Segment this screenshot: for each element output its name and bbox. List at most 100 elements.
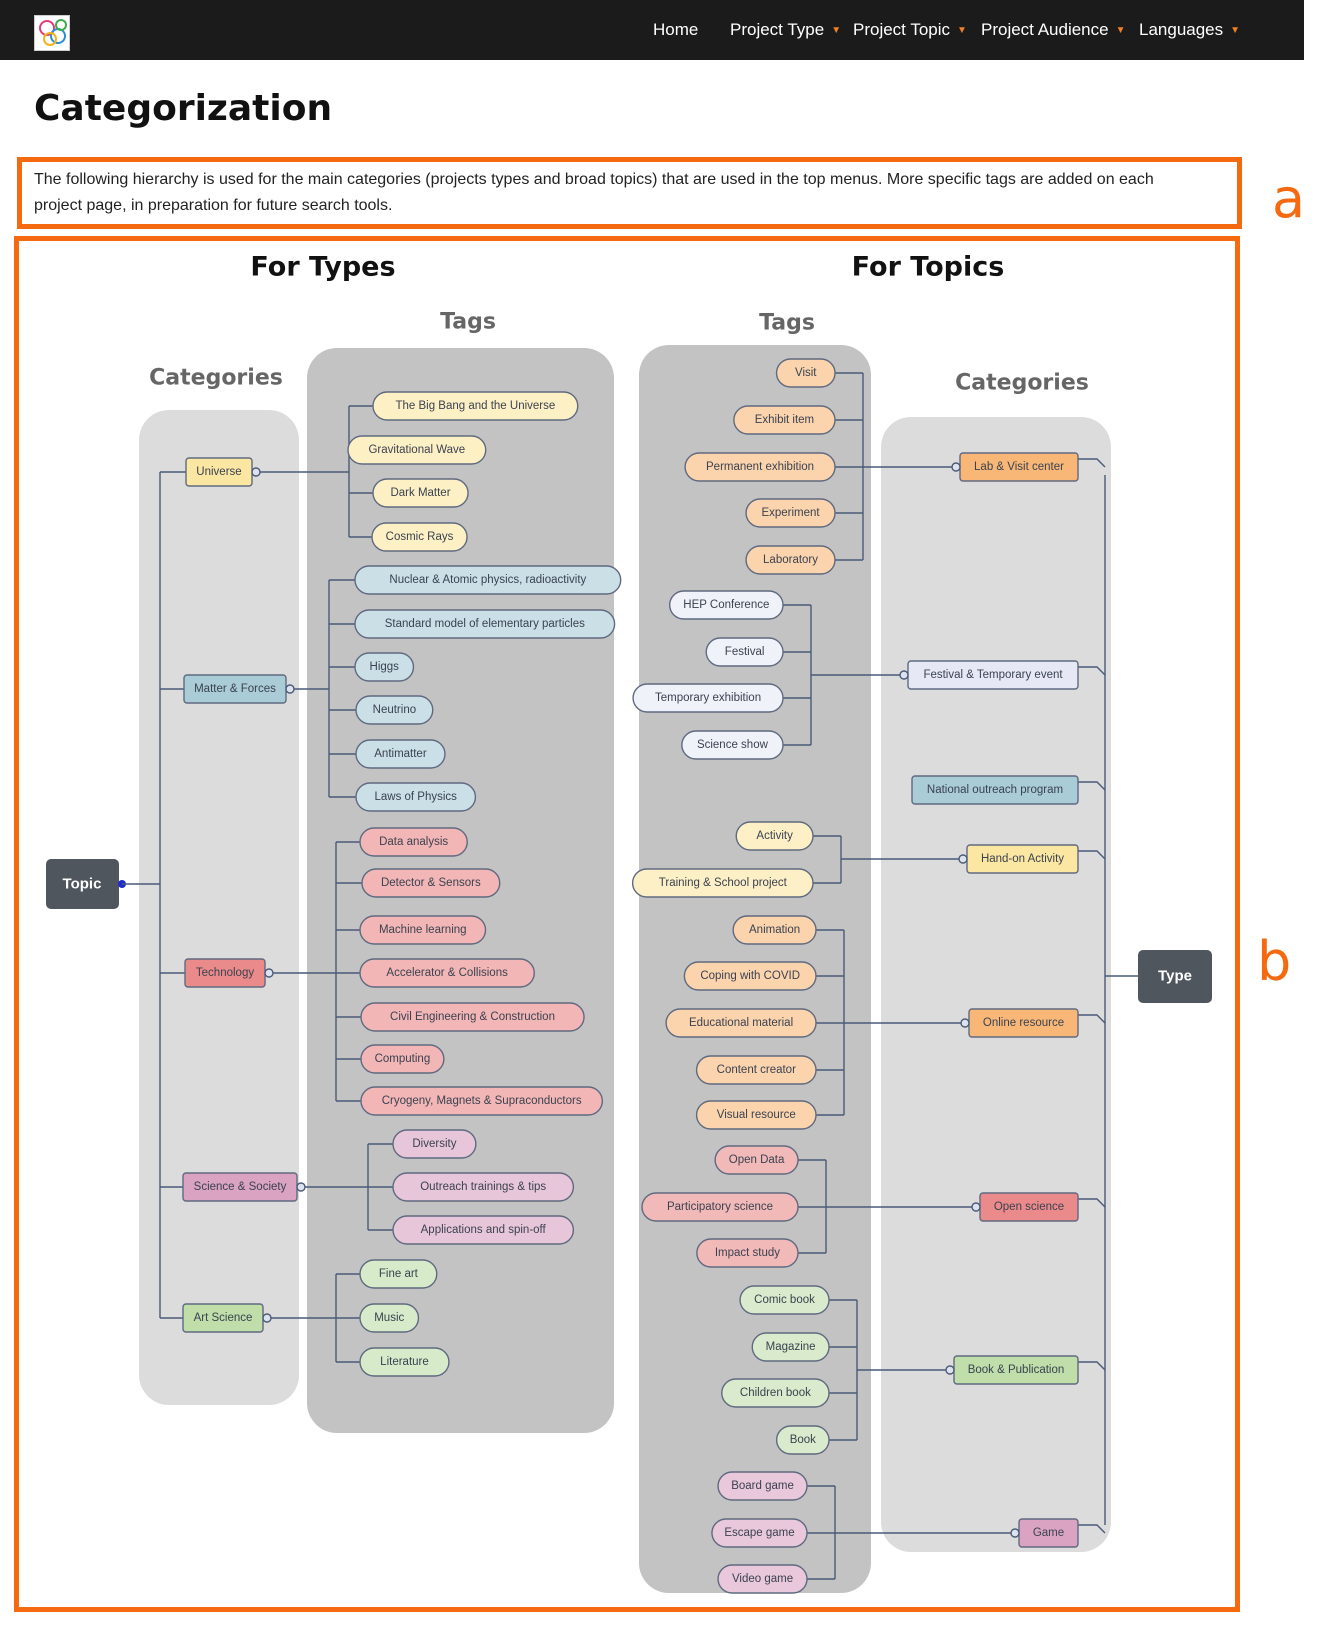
nav-languages[interactable]: Languages▼ bbox=[1139, 20, 1241, 39]
topic-tag-the-big-bang-and-the-universe-pill bbox=[372, 391, 579, 421]
topic-tag-cryogeny-magnets-supraconductors: Cryogeny, Magnets & Supraconductors bbox=[382, 1095, 582, 1107]
topic-tag-diversity: Diversity bbox=[412, 1138, 456, 1150]
type-tag-video-game: Video game bbox=[732, 1573, 793, 1585]
connector-node bbox=[899, 670, 909, 680]
nav-project-topic[interactable]: Project Topic▼ bbox=[853, 20, 967, 39]
type-tag-escape-game: Escape game bbox=[724, 1527, 794, 1539]
topic-tag-outreach-trainings-tips: Outreach trainings & tips bbox=[420, 1181, 546, 1193]
topic-tag-computing-pill bbox=[360, 1044, 445, 1074]
connector-node bbox=[960, 1018, 970, 1028]
topic-tag-laws-of-physics: Laws of Physics bbox=[374, 791, 457, 803]
type-category-book-publication: Book & Publication bbox=[968, 1364, 1065, 1376]
connector-line bbox=[1078, 1361, 1106, 1371]
type-root-node-box bbox=[1138, 950, 1212, 1003]
topic-tag-accelerator-collisions-pill bbox=[359, 958, 535, 988]
type-tag-science-show-pill bbox=[681, 730, 784, 760]
topic-tag-applications-and-spin-off: Applications and spin-off bbox=[421, 1224, 547, 1236]
type-tag-visit: Visit bbox=[795, 367, 817, 379]
type-tag-temporary-exhibition: Temporary exhibition bbox=[655, 692, 761, 704]
type-tag-educational-material: Educational material bbox=[689, 1017, 793, 1029]
topic-tag-gravitational-wave-pill bbox=[347, 435, 487, 465]
nav-project-audience[interactable]: Project Audience▼ bbox=[981, 20, 1126, 39]
type-tag-escape-game-pill bbox=[711, 1518, 808, 1548]
connector-node bbox=[1010, 1528, 1020, 1538]
type-tag-participatory-science: Participatory science bbox=[667, 1201, 773, 1213]
topic-category-technology: Technology bbox=[196, 967, 254, 979]
type-tag-permanent-exhibition: Permanent exhibition bbox=[706, 461, 814, 473]
topic-tag-diversity-pill bbox=[392, 1129, 477, 1159]
topic-tag-antimatter-pill bbox=[355, 739, 446, 769]
topic-tag-applications-and-spin-off-pill bbox=[392, 1215, 575, 1245]
topic-tag-music: Music bbox=[374, 1312, 404, 1324]
type-tag-training-school-project: Training & School project bbox=[659, 877, 788, 889]
type-tag-magazine: Magazine bbox=[766, 1341, 816, 1353]
type-tag-exhibit-item-pill bbox=[733, 405, 836, 435]
topic-tag-machine-learning: Machine learning bbox=[379, 924, 467, 936]
type-tag-open-data: Open Data bbox=[729, 1154, 785, 1166]
type-tag-hep-conference-pill bbox=[668, 590, 784, 620]
site-logo[interactable] bbox=[34, 15, 70, 51]
topic-category-universe: Universe bbox=[196, 466, 241, 478]
type-tag-festival: Festival bbox=[725, 646, 765, 658]
type-tag-festival-pill bbox=[705, 637, 784, 667]
top-navbar: Home Project Type▼ Project Topic▼ Projec… bbox=[0, 0, 1304, 60]
type-tag-content-creator: Content creator bbox=[717, 1064, 796, 1076]
topic-tag-data-analysis: Data analysis bbox=[379, 836, 448, 848]
topic-root-node: Topic bbox=[63, 876, 102, 893]
type-category-online-resource: Online resource bbox=[983, 1017, 1064, 1029]
topic-tag-dark-matter-pill bbox=[372, 478, 469, 508]
topic-tag-fine-art: Fine art bbox=[379, 1268, 419, 1280]
topic-tag-civil-engineering-construction: Civil Engineering & Construction bbox=[390, 1011, 555, 1023]
topic-tag-fine-art-pill bbox=[359, 1259, 438, 1289]
type-tag-book: Book bbox=[790, 1434, 816, 1446]
nav-home[interactable]: Home bbox=[653, 20, 699, 39]
type-category-lab-visit-center: Lab & Visit center bbox=[974, 461, 1064, 473]
categories-label-right: Categories bbox=[955, 371, 1089, 396]
connector-node bbox=[945, 1365, 955, 1375]
topic-tag-nuclear-atomic-physics-radioactivity-pill bbox=[354, 565, 622, 595]
connector-line bbox=[1078, 781, 1106, 791]
topic-category-science-society: Science & Society bbox=[194, 1181, 287, 1193]
topic-root-node-box bbox=[46, 859, 119, 909]
type-tag-board-game: Board game bbox=[731, 1480, 794, 1492]
type-tag-impact-study: Impact study bbox=[715, 1247, 780, 1259]
topic-tag-the-big-bang-and-the-universe: The Big Bang and the Universe bbox=[395, 400, 555, 412]
tags-label-left: Tags bbox=[440, 310, 496, 335]
topic-tag-standard-model-of-elementary-particles-pill bbox=[354, 609, 616, 639]
topic-tag-outreach-trainings-tips-pill bbox=[392, 1172, 575, 1202]
type-tag-board-game-pill bbox=[717, 1471, 808, 1501]
type-tag-coping-with-covid: Coping with COVID bbox=[700, 970, 800, 982]
type-tag-children-book-pill bbox=[721, 1378, 830, 1408]
connector-node bbox=[958, 854, 968, 864]
topic-tag-laws-of-physics-pill bbox=[355, 782, 477, 812]
tags-label-right: Tags bbox=[759, 311, 815, 336]
topic-tag-neutrino: Neutrino bbox=[373, 704, 416, 716]
topic-tag-data-analysis-pill bbox=[359, 827, 468, 857]
topic-tag-computing: Computing bbox=[375, 1053, 431, 1065]
callout-label-b: b bbox=[1257, 930, 1292, 993]
topic-tag-dark-matter: Dark Matter bbox=[390, 487, 450, 499]
connector-node bbox=[264, 968, 274, 978]
type-category-game: Game bbox=[1033, 1527, 1064, 1539]
type-tag-book-pill bbox=[775, 1425, 830, 1455]
for-topics-heading: For Topics bbox=[852, 252, 1005, 283]
topic-tag-cosmic-rays: Cosmic Rays bbox=[386, 531, 454, 543]
type-tag-visit-pill bbox=[775, 358, 836, 388]
topic-tag-antimatter: Antimatter bbox=[374, 748, 427, 760]
for-types-heading: For Types bbox=[250, 252, 395, 283]
type-tag-laboratory: Laboratory bbox=[763, 554, 818, 566]
connector-line bbox=[1078, 1014, 1106, 1024]
type-tag-open-data-pill bbox=[714, 1145, 799, 1175]
topic-tag-music-pill bbox=[359, 1303, 420, 1333]
type-tag-activity-pill bbox=[735, 821, 814, 851]
type-tag-exhibit-item: Exhibit item bbox=[755, 414, 814, 426]
topic-tag-detector-sensors-pill bbox=[361, 868, 501, 898]
page-description: The following hierarchy is used for the … bbox=[34, 171, 1154, 214]
connector-node bbox=[285, 684, 295, 694]
categories-label-left: Categories bbox=[149, 366, 283, 391]
type-tag-participatory-science-pill bbox=[641, 1192, 799, 1222]
type-tag-visual-resource: Visual resource bbox=[717, 1109, 796, 1121]
type-tag-experiment-pill bbox=[745, 498, 836, 528]
nav-project-type[interactable]: Project Type▼ bbox=[730, 20, 842, 39]
topic-tag-higgs-pill bbox=[354, 652, 415, 682]
